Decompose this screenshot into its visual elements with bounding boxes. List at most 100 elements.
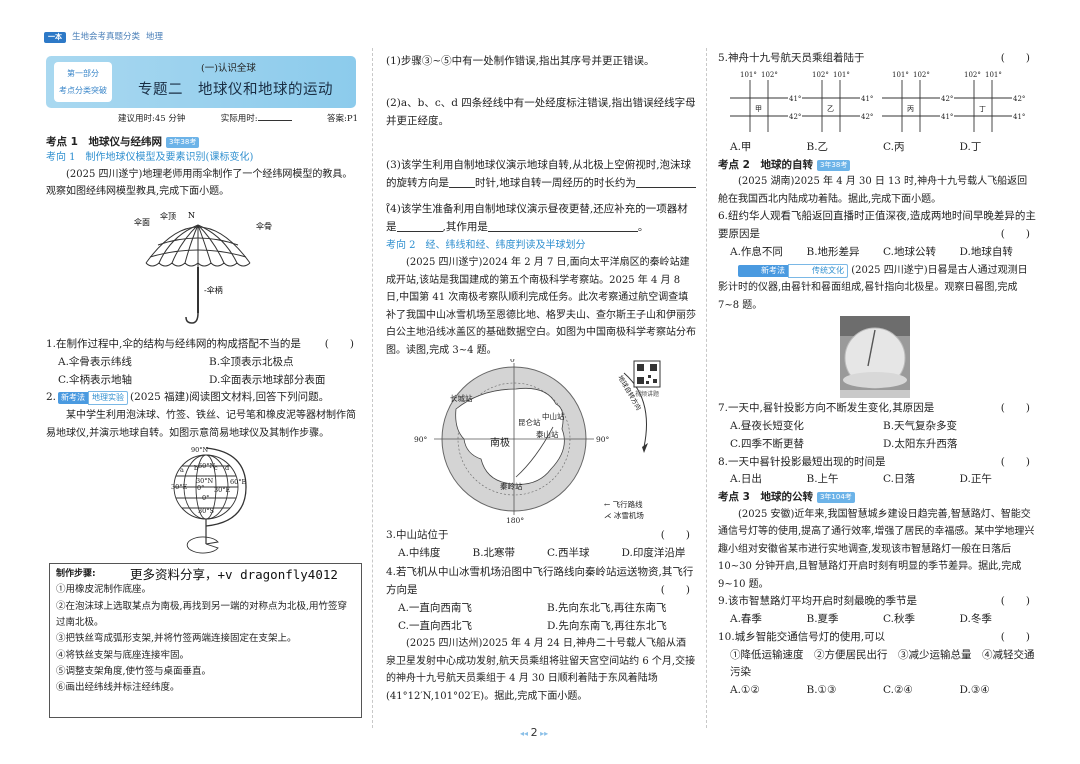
answer-blank[interactable] (449, 178, 475, 189)
subquestion-3-text: (3)该学生利用自制地球仪演示地球自转,从北极上空俯视时,泡沫球的旋转方向是 (386, 159, 692, 190)
section-title: 考点 1 地球仪与经纬网 (46, 136, 162, 148)
svg-text:60°N: 60°N (198, 462, 216, 470)
svg-text:41°: 41° (861, 95, 873, 103)
step-4: ④将铁丝支架与底座连接牢固。 (56, 649, 190, 661)
actual-time-blank[interactable] (257, 120, 292, 121)
answer-paren[interactable]: ( ) (1000, 52, 1030, 64)
answer-blank[interactable] (487, 222, 638, 233)
option-b[interactable]: B.伞顶表示北极点 (209, 355, 294, 368)
option-c[interactable]: C.②④ (883, 684, 913, 697)
option-a[interactable]: A.①② (730, 684, 760, 697)
svg-text:30°N: 30°N (196, 477, 214, 485)
option-c[interactable]: C.日落 (883, 473, 915, 486)
question-10-options: A.①② B.①③ C.②④ D.③④ (718, 682, 1036, 700)
grid-ding: 丁 (979, 105, 986, 113)
step-2: ②在泡沫球上选取某点为南极,再找到另一端的对称点为北极,用竹签穿过南北极。 (56, 600, 348, 629)
answer-ref: 答案:P1 (326, 114, 358, 124)
direction-2-title: 考向 2 经、纬线和经、纬度判读及半球划分 (386, 239, 586, 251)
svg-text:60°E: 60°E (230, 478, 247, 486)
question-stem: 5.神舟十九号航天员乘组着陆于 (718, 52, 865, 64)
svg-text:101°: 101° (740, 71, 757, 79)
answer-paren[interactable]: ( ) (1000, 630, 1030, 643)
option-d[interactable]: D.丁 (959, 140, 982, 153)
qr-code-icon[interactable] (633, 360, 661, 388)
option-d[interactable]: D.先向东南飞,再往东北飞 (547, 619, 667, 632)
grid-yi: 乙 (827, 105, 834, 113)
material-globe: 某中学生利用泡沫球、竹签、铁丝、记号笔和橡皮泥等器材制作简易地球仪,并演示地球自… (46, 410, 356, 439)
new-method-tag: 新考法 (738, 264, 788, 277)
step-6: ⑥画出经纬线并标注经纬度。 (56, 682, 180, 694)
svg-text:30°S: 30°S (198, 507, 214, 515)
answer-paren[interactable]: ( ) (660, 584, 690, 597)
option-d[interactable]: D.冬季 (959, 612, 992, 625)
grid-bing: 丙 (907, 105, 914, 113)
option-c[interactable]: C.秋季 (883, 612, 915, 625)
option-a[interactable]: A.春季 (730, 612, 762, 625)
option-a[interactable]: A.甲 (730, 140, 752, 153)
answer-blank[interactable] (396, 222, 443, 233)
option-b[interactable]: B.地形差异 (806, 245, 860, 258)
svg-text:42°: 42° (1013, 95, 1025, 103)
svg-text:101°: 101° (985, 71, 1002, 79)
option-d[interactable]: D.印度洋沿岸 (621, 547, 686, 560)
option-d[interactable]: D.地球自转 (959, 245, 1013, 258)
option-a[interactable]: A.昼夜长短变化 (730, 419, 804, 432)
option-c[interactable]: C.西半球 (547, 547, 590, 560)
question-3: 3.中山站位于( ) (386, 527, 696, 545)
direction-1-title: 考向 1 制作地球仪模型及要素识别(课标变化) (46, 152, 254, 164)
answer-paren[interactable]: ( ) (324, 337, 354, 350)
svg-text:伞骨: 伞骨 (256, 221, 272, 231)
section-title: 考点 2 地球的自转 (718, 158, 813, 171)
question-2: 2. 新考法地理实验 (2025 福建)阅读图文材料,回答下列问题。 (46, 389, 360, 407)
subquestion-1: (1)步骤③~⑤中有一处制作错误,指出其序号并更正错误。 (386, 55, 655, 67)
option-b[interactable]: B.上午 (806, 473, 839, 486)
column-divider (706, 48, 707, 728)
legend-airfield: ⋌ 冰雪机场 (604, 510, 644, 520)
answer-paren[interactable]: ( ) (1000, 455, 1030, 468)
option-d[interactable]: D.太阳东升西落 (883, 437, 958, 450)
answer-paren[interactable]: ( ) (1000, 227, 1030, 240)
option-c[interactable]: C.一直向西北飞 (398, 619, 472, 632)
part-sublabel: 考点分类突破 (59, 86, 107, 95)
answer-paren[interactable]: ( ) (1000, 595, 1030, 608)
option-b[interactable]: B.先向东北飞,再往东南飞 (547, 601, 667, 614)
option-a[interactable]: A.伞骨表示纬线 (58, 355, 132, 368)
map-label-taishan-station: 泰山站 (536, 429, 559, 439)
option-b[interactable]: B.天气复杂多变 (883, 419, 958, 432)
svg-text:0°: 0° (197, 484, 204, 492)
option-c[interactable]: C.四季不断更替 (730, 437, 804, 450)
question-8-options: A.日出 B.上午 C.日落 D.正午 (718, 471, 1036, 489)
option-b[interactable]: B.①③ (806, 684, 837, 697)
brand-logo: 一本 (44, 32, 66, 43)
map-label-90w: 90° (414, 435, 428, 444)
option-a[interactable]: A.作息不同 (730, 245, 783, 258)
option-d[interactable]: D.③④ (959, 684, 990, 697)
option-b[interactable]: B.北寒带 (472, 547, 516, 560)
option-c[interactable]: C.伞柄表示地轴 (58, 373, 132, 386)
answer-paren[interactable]: ( ) (660, 529, 690, 542)
option-c[interactable]: C.地球公转 (883, 245, 936, 258)
question-6: 6.纽约华人观看飞船返回直播时正值深夜,造成两地时间早晚差异的主要原因是 ( ) (718, 208, 1036, 244)
option-a[interactable]: A.日出 (730, 473, 762, 486)
svg-text:101°: 101° (892, 71, 909, 79)
option-a[interactable]: A.中纬度 (398, 547, 441, 560)
question-6-options: A.作息不同 B.地形差异 C.地球公转 D.地球自转 (718, 244, 1036, 262)
option-d[interactable]: D.正午 (959, 473, 992, 486)
question-9-options: A.春季 B.夏季 C.秋季 D.冬季 (718, 611, 1036, 629)
question-9: 9.该市智慧路灯平均开启时刻最晚的季节是( ) (718, 593, 1036, 611)
material-text: (2025 四川遂宁)日晷是古人通过观测日影计时的仪器,由晷针和晷面组成,晷针指… (718, 264, 1028, 311)
option-a[interactable]: A.一直向西南飞 (398, 601, 472, 614)
option-b[interactable]: B.乙 (806, 140, 829, 153)
svg-text:41°: 41° (789, 95, 801, 103)
option-c[interactable]: C.丙 (883, 140, 905, 153)
grid-jia: 甲 (755, 105, 762, 113)
part-label: 第一部分 (67, 69, 99, 78)
answer-blank[interactable] (635, 178, 696, 189)
subquestion-4-text2: ,其作用是 (442, 221, 488, 234)
option-d[interactable]: D.伞面表示地球部分表面 (209, 373, 326, 386)
option-b[interactable]: B.夏季 (806, 612, 839, 625)
answer-paren[interactable]: ( ) (1000, 402, 1030, 415)
map-label-180: 180° (506, 516, 524, 525)
svg-text:30°E: 30°E (214, 486, 231, 494)
